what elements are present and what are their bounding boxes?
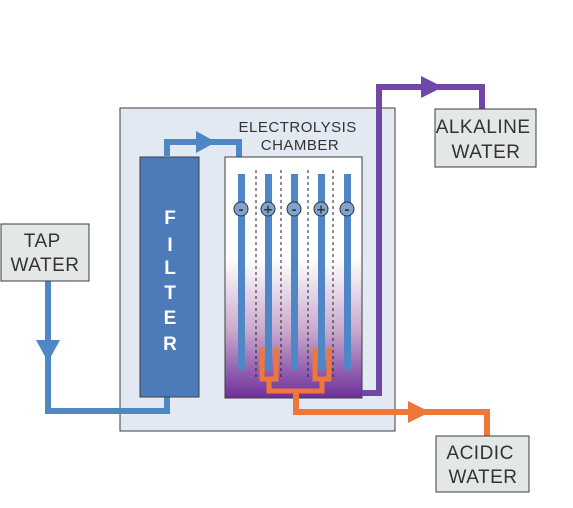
polarity-markers: - + - + - [233, 201, 355, 217]
tap-flow-arrow-icon [36, 340, 60, 362]
negative-icon [233, 201, 249, 217]
electrode-sign: - [345, 203, 350, 217]
acidic-water-pipe [293, 391, 490, 436]
negative-icon [286, 201, 302, 217]
alkaline-water-label: ALKALINE WATER [436, 117, 537, 163]
filtered-flow-arrow-icon [196, 131, 216, 153]
electrode-sign: - [239, 203, 244, 217]
alkaline-water-box: ALKALINE WATER [434, 108, 537, 168]
electrode-bar [318, 174, 325, 370]
acidic-water-label: ACIDIC WATER [446, 443, 519, 488]
electrode-bar [291, 174, 298, 370]
filter-letter: F [164, 208, 176, 229]
filter [139, 156, 200, 398]
chamber-title: ELECTROLYSIS CHAMBER [239, 119, 362, 154]
tap-water-label: TAP WATER [11, 231, 80, 276]
acidic-water-box: ACIDIC WATER [435, 435, 530, 493]
filter-letter: R [163, 334, 177, 355]
electrodes [238, 174, 351, 370]
electrode-bar [265, 174, 272, 370]
negative-icon [339, 201, 355, 217]
alkaline-flow-arrow-icon [421, 76, 443, 98]
electrode-sign: - [292, 203, 297, 217]
filter-letter: L [164, 258, 176, 279]
electrode-bar [344, 174, 351, 370]
filter-letter: T [164, 283, 176, 304]
filter-letter: E [164, 308, 177, 329]
alkaline-water-pipe [362, 84, 485, 396]
tap-water-box: TAP WATER [0, 223, 90, 282]
electrode-bar [238, 174, 245, 370]
electrode-sign: + [316, 203, 326, 217]
positive-icon [313, 201, 329, 217]
filter-label: F I L T E R [163, 208, 177, 355]
filter-letter: I [167, 235, 172, 256]
electrode-sign: + [263, 203, 273, 217]
acidic-flow-arrow-icon [408, 401, 430, 423]
positive-icon [260, 201, 276, 217]
membranes [255, 170, 334, 380]
